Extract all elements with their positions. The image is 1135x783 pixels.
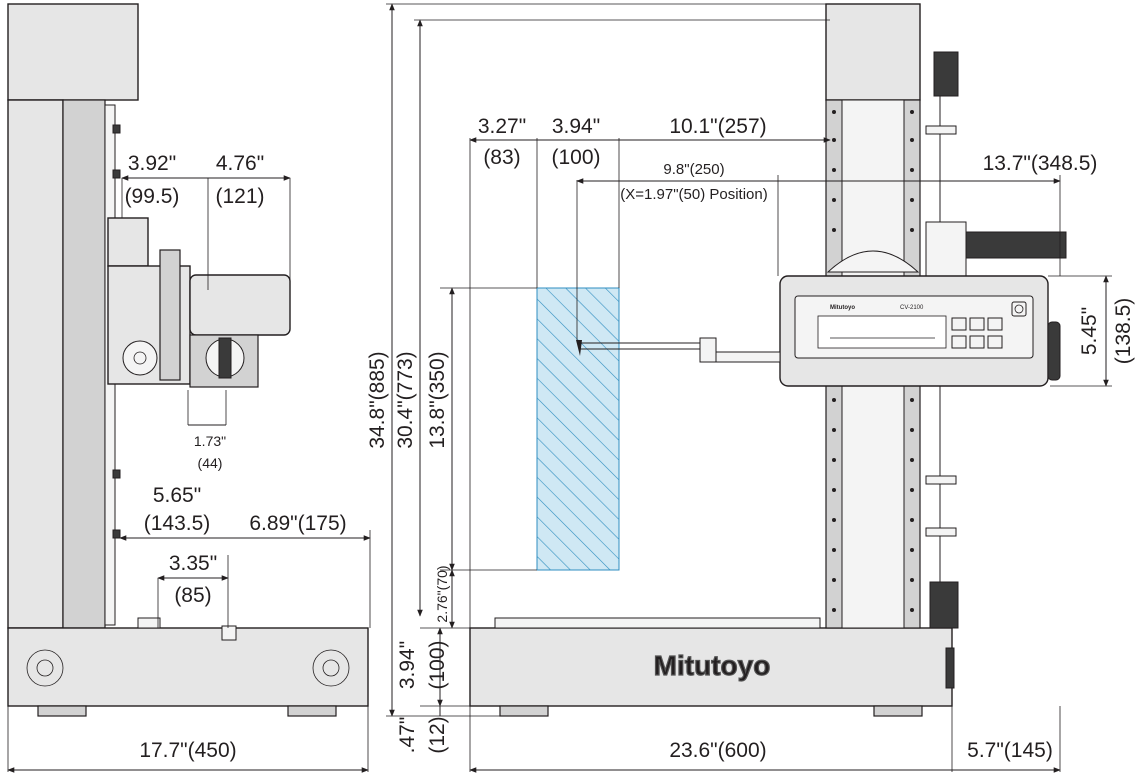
dim-3-94: 3.94" <box>552 115 600 138</box>
dim-3-92: 3.92" <box>128 152 176 175</box>
mitutoyo-logo: Mitutoyo <box>654 650 771 681</box>
side-view: 3.92" (99.5) 4.76" (121) 1.73" (44) 5.65… <box>7 3 371 773</box>
panel-model: CV-2100 <box>900 305 924 311</box>
leveling-foot-right <box>312 649 350 687</box>
dim-3-27: 3.27" <box>478 115 526 138</box>
dim-6-89: 6.89"(175) <box>249 512 346 535</box>
drive-upper <box>107 217 149 267</box>
bottom-knob <box>929 581 959 629</box>
measuring-range-area <box>536 287 620 571</box>
dim-10-1: 10.1"(257) <box>669 115 766 138</box>
dim-1-73: 1.73" <box>194 433 226 449</box>
column-top <box>7 3 139 101</box>
base <box>7 627 369 707</box>
dim-3-94-vertical: 3.94" <box>396 641 419 689</box>
front-column-top <box>825 3 921 101</box>
dim-5-7: 5.7"(145) <box>967 739 1053 762</box>
dim-17-7: 17.7"(450) <box>139 739 236 762</box>
dim-2-76: 2.76"(70) <box>434 565 450 622</box>
dim-100-vertical: (100) <box>426 640 449 689</box>
dim-3-35: 3.35" <box>169 552 217 575</box>
column-body <box>7 99 64 629</box>
panel-brand: Mitutoyo <box>830 305 855 311</box>
dim-13-8: 13.8"(350) <box>426 351 449 448</box>
dim-4-76: 4.76" <box>216 152 264 175</box>
front-view: Mitutoyo Mitutoyo CV-2100 <box>366 3 1135 773</box>
leveling-foot-left <box>26 649 64 687</box>
dim-position-note: (X=1.97"(50) Position) <box>620 186 767 203</box>
dim-44: (44) <box>198 455 223 471</box>
top-knob <box>933 51 959 97</box>
dim-9-8: 9.8"(250) <box>663 161 724 178</box>
display-window <box>817 315 947 349</box>
dim-5-45: 5.45" <box>1078 307 1101 355</box>
dim-23-6: 23.6"(600) <box>669 739 766 762</box>
dim-13-7: 13.7"(348.5) <box>983 152 1098 175</box>
adjust-screw <box>965 231 1067 259</box>
power-button[interactable] <box>1011 301 1027 317</box>
side-knob <box>1047 321 1061 381</box>
dim-0-47: .47" <box>396 717 419 754</box>
dim-12: (12) <box>426 716 449 753</box>
detector-arm <box>189 274 291 336</box>
dim-30-4: 30.4"(773) <box>394 351 417 448</box>
dim-34-8: 34.8"(885) <box>366 351 389 448</box>
dim-100: (100) <box>551 146 600 169</box>
column-side <box>62 99 106 629</box>
dim-143-5: (143.5) <box>144 512 211 535</box>
dim-138-5: (138.5) <box>1112 298 1135 365</box>
dim-5-65: 5.65" <box>153 484 201 507</box>
dim-83: (83) <box>483 146 520 169</box>
dim-85: (85) <box>174 584 211 607</box>
knob-circle <box>122 340 158 376</box>
dim-99-5: (99.5) <box>125 185 180 208</box>
dim-121: (121) <box>215 185 264 208</box>
